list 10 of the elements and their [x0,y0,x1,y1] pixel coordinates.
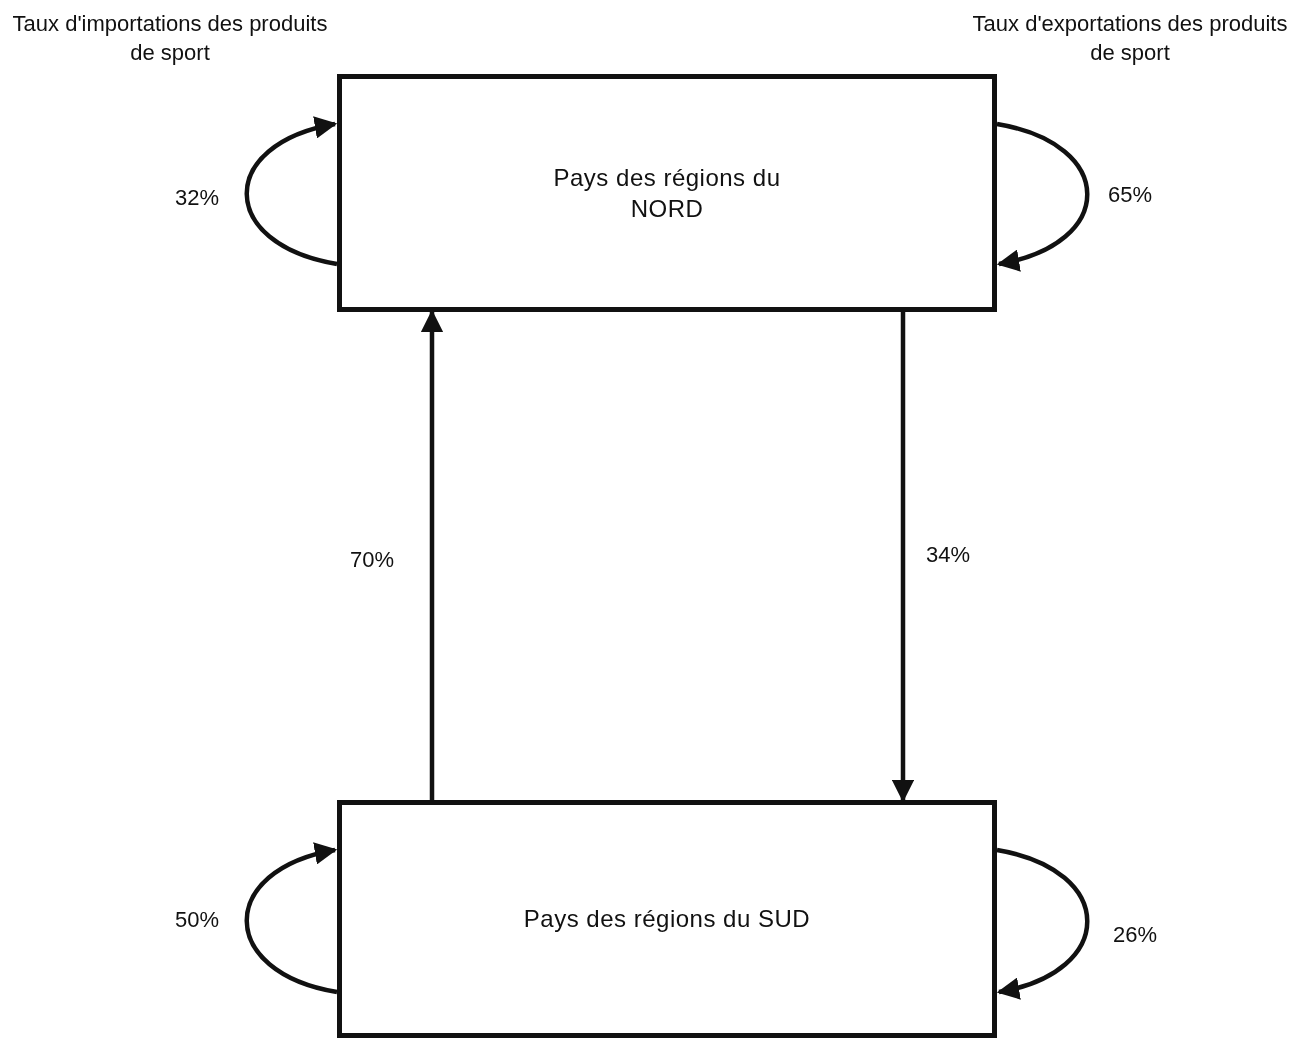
region-box [337,800,997,1038]
note: Taux d'exportations des produits de sport [971,10,1289,67]
note: Taux d'importations des produits de sport [11,10,329,67]
arrow [244,117,338,267]
box-label: Pays des régions du SUD [522,904,812,935]
arrow [996,847,1090,999]
arrow [996,121,1090,271]
box-label: Pays des régions du NORD [552,162,782,224]
region-box [337,74,997,312]
arrow [244,843,338,995]
